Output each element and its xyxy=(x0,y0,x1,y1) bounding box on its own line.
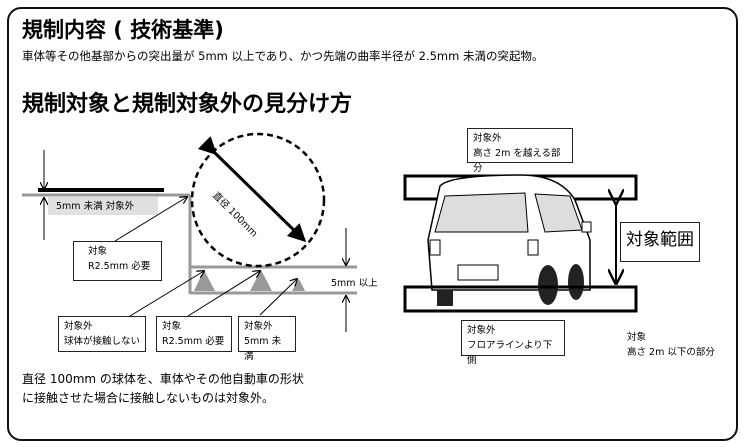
box-line: 対象 xyxy=(88,246,108,257)
section-heading: 規制対象と規制対象外の見分け方 xyxy=(22,92,353,117)
box-line: 対象 xyxy=(162,321,182,332)
box-line: 対象外 xyxy=(244,321,273,332)
box-line: 対象外 xyxy=(467,325,496,336)
under-5mm-label: 5mm 未満 対象外 xyxy=(56,201,135,212)
note-text: 直径 100mm の球体を、車体やその他自動車の形状に接触させた場合に接触しない… xyxy=(22,370,304,408)
content-frame xyxy=(7,7,738,441)
note-line: 直径 100mm の球体を、車体やその他自動車の形状 xyxy=(22,372,304,386)
van-diagram xyxy=(403,174,638,313)
target-r25-box-2: 対象 R2.5mm 必要 xyxy=(156,316,232,352)
box-line: 対象外 xyxy=(64,321,93,332)
over-2m-box: 対象外高さ 2m を越える部分 xyxy=(467,128,573,174)
box-line: R2.5mm 必要 xyxy=(162,336,225,347)
text-line: 対象 xyxy=(627,332,647,343)
box-line: フロアラインより下側 xyxy=(467,340,553,366)
box-line: 対象外 xyxy=(473,133,502,144)
note-line: に接触させた場合に接触しないものは対象外。 xyxy=(22,391,275,405)
under-2m-text: 対象高さ 2m 以下の部分 xyxy=(627,330,715,360)
below-floor-box: 対象外フロアラインより下側 xyxy=(461,320,565,366)
over-5mm-label: 5mm 以上 xyxy=(331,278,378,289)
box-line: R2.5mm 必要 xyxy=(88,261,151,272)
no-contact-box: 対象外球体が接触しない xyxy=(58,316,146,352)
target-range-box: 対象範囲 xyxy=(620,222,700,262)
box-line: 高さ 2m を越える部分 xyxy=(473,148,561,174)
page-title: 規制内容 ( 技術基準) xyxy=(22,18,224,42)
subtitle: 車体等その他基部からの突出量が 5mm 以上であり、かつ先端の曲率半径が 2.5… xyxy=(22,49,544,63)
text-line: 高さ 2m 以下の部分 xyxy=(627,347,715,358)
target-r25-box: 対象 R2.5mm 必要 xyxy=(73,241,162,281)
under-5mm-box: 対象外 5mm 未満 xyxy=(238,316,296,362)
protrusion-diagram xyxy=(22,132,357,332)
van-illustration xyxy=(427,174,592,306)
box-line: 球体が接触しない xyxy=(64,336,141,347)
box-line: 5mm 未満 xyxy=(244,336,282,362)
